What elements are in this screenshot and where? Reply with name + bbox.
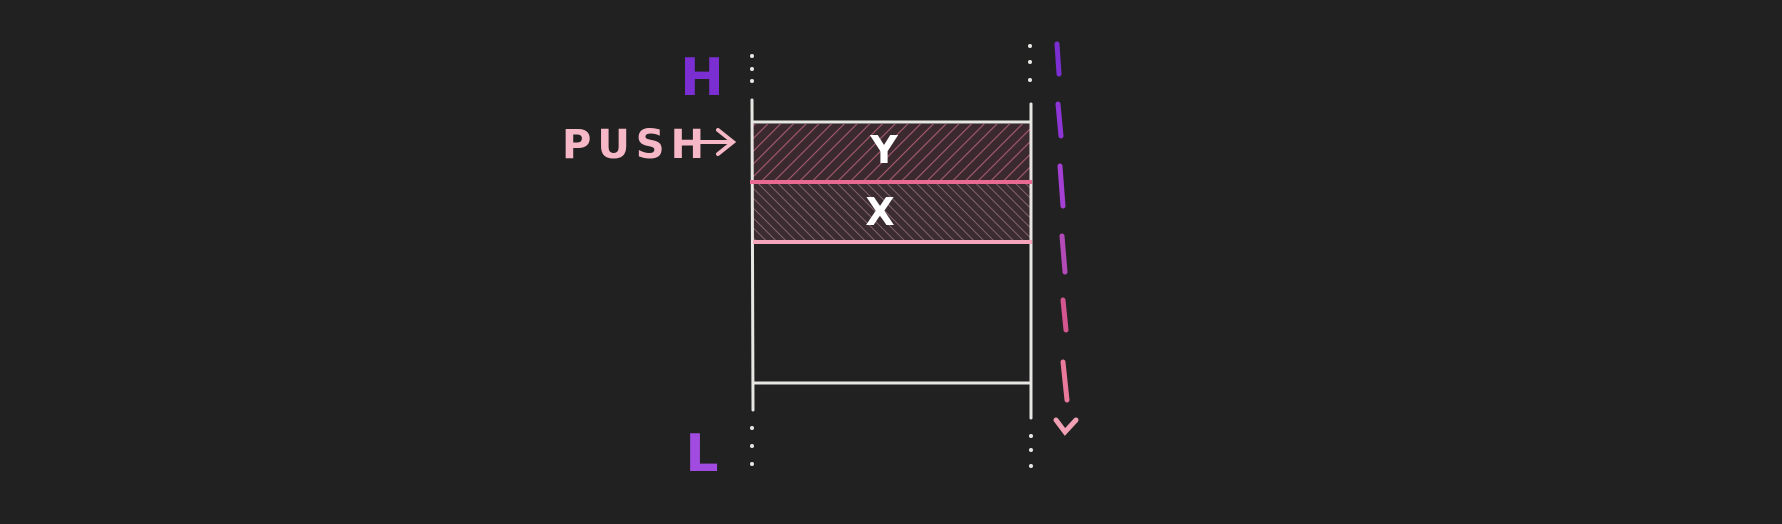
slot-x-fill <box>753 184 1031 242</box>
high-label: H <box>680 48 724 108</box>
slot-x-label: X <box>865 190 894 234</box>
top-continuation-dots <box>750 44 1032 83</box>
push-label: PUSH <box>562 122 710 168</box>
bottom-continuation-dots <box>750 426 1033 468</box>
low-label: L <box>685 424 718 484</box>
stack-walls <box>750 98 1033 420</box>
slot-y-fill <box>753 124 1031 182</box>
slot-y-label: Y <box>869 128 898 172</box>
high-to-low-dashed-arrow-icon <box>1053 41 1079 436</box>
push-arrow-icon <box>696 128 737 156</box>
